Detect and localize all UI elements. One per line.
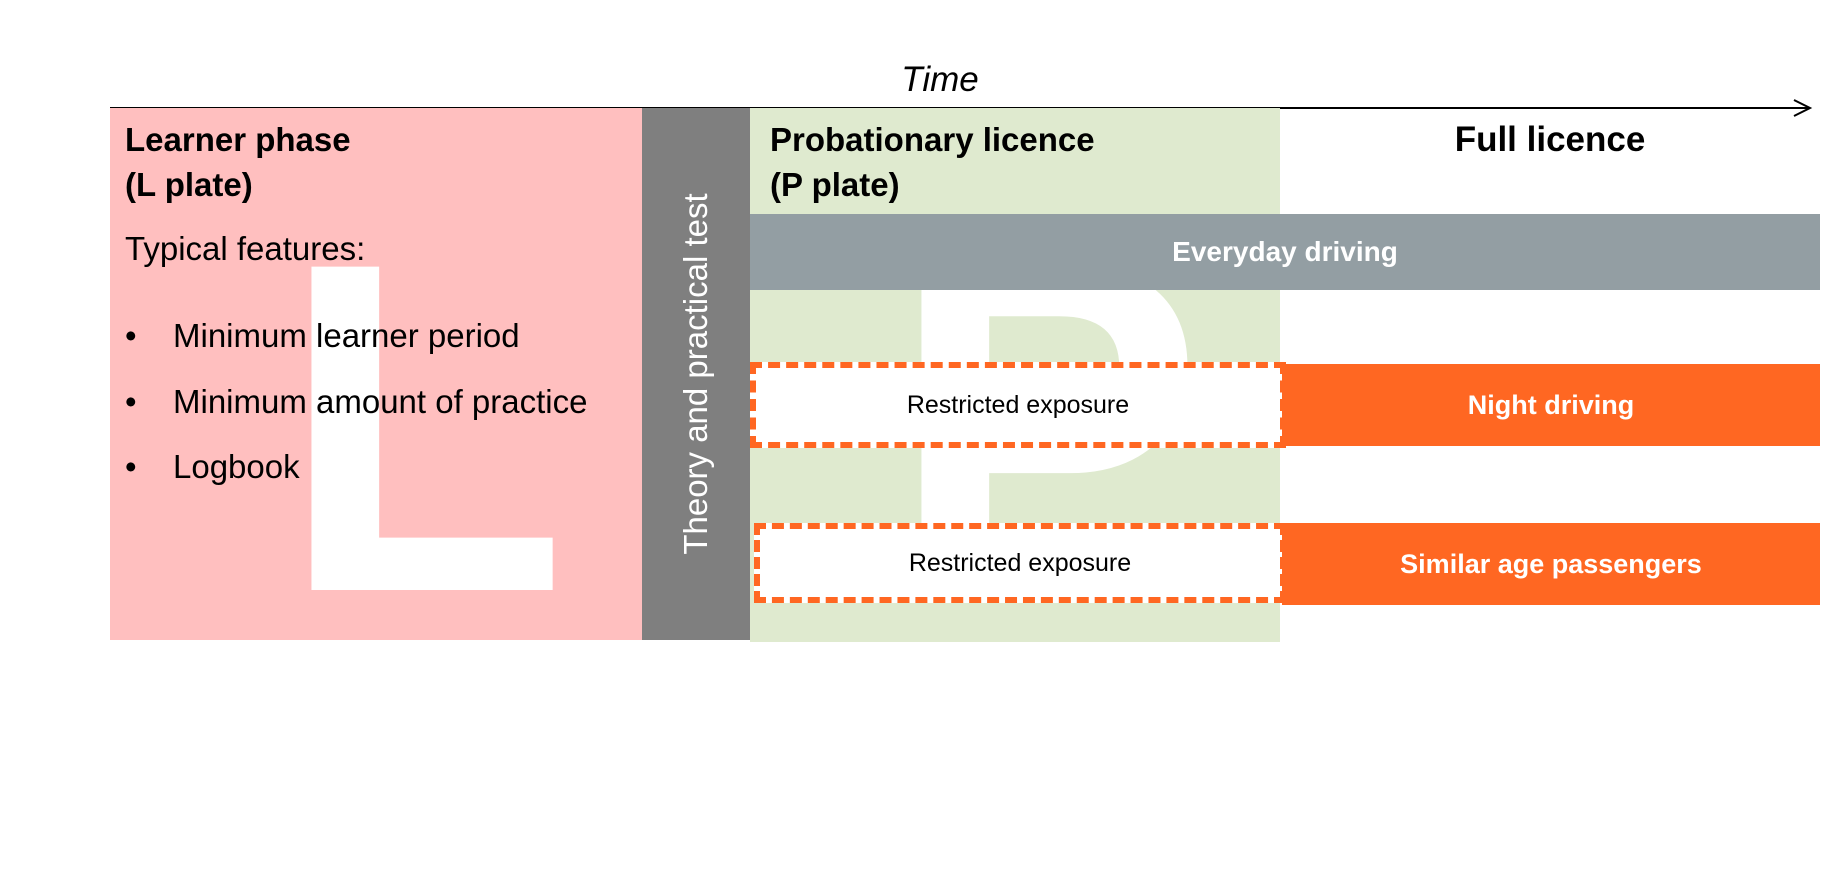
test-label: Theory and practical test [677, 193, 714, 555]
feature-item: Minimum learner period [125, 313, 625, 359]
probationary-title-line1: Probationary licence [770, 121, 1095, 158]
restricted-exposure-passengers: Restricted exposure [754, 523, 1286, 603]
learner-phase-panel: L Learner phase (L plate) Typical featur… [110, 108, 642, 640]
everyday-driving-band: Everyday driving [750, 214, 1820, 290]
restricted-exposure-night: Restricted exposure [750, 362, 1286, 448]
learner-title-line1: Learner phase [125, 121, 351, 158]
features-heading: Typical features: [125, 230, 366, 267]
feature-item: Logbook [125, 444, 625, 490]
night-driving-band: Night driving [1282, 364, 1820, 446]
similar-age-passengers-band: Similar age passengers [1282, 523, 1820, 605]
probationary-title: Probationary licence (P plate) [770, 118, 1095, 207]
probationary-title-line2: (P plate) [770, 165, 900, 203]
learner-title-line2: (L plate) [125, 165, 253, 203]
time-axis-label: Time [901, 60, 979, 99]
learner-phase-title: Learner phase (L plate) [125, 118, 351, 207]
test-column: Theory and practical test [642, 108, 750, 640]
feature-item: Minimum amount of practice [125, 379, 625, 425]
feature-list: Minimum learner period Minimum amount of… [125, 313, 625, 510]
full-licence-title: Full licence [1454, 120, 1646, 159]
